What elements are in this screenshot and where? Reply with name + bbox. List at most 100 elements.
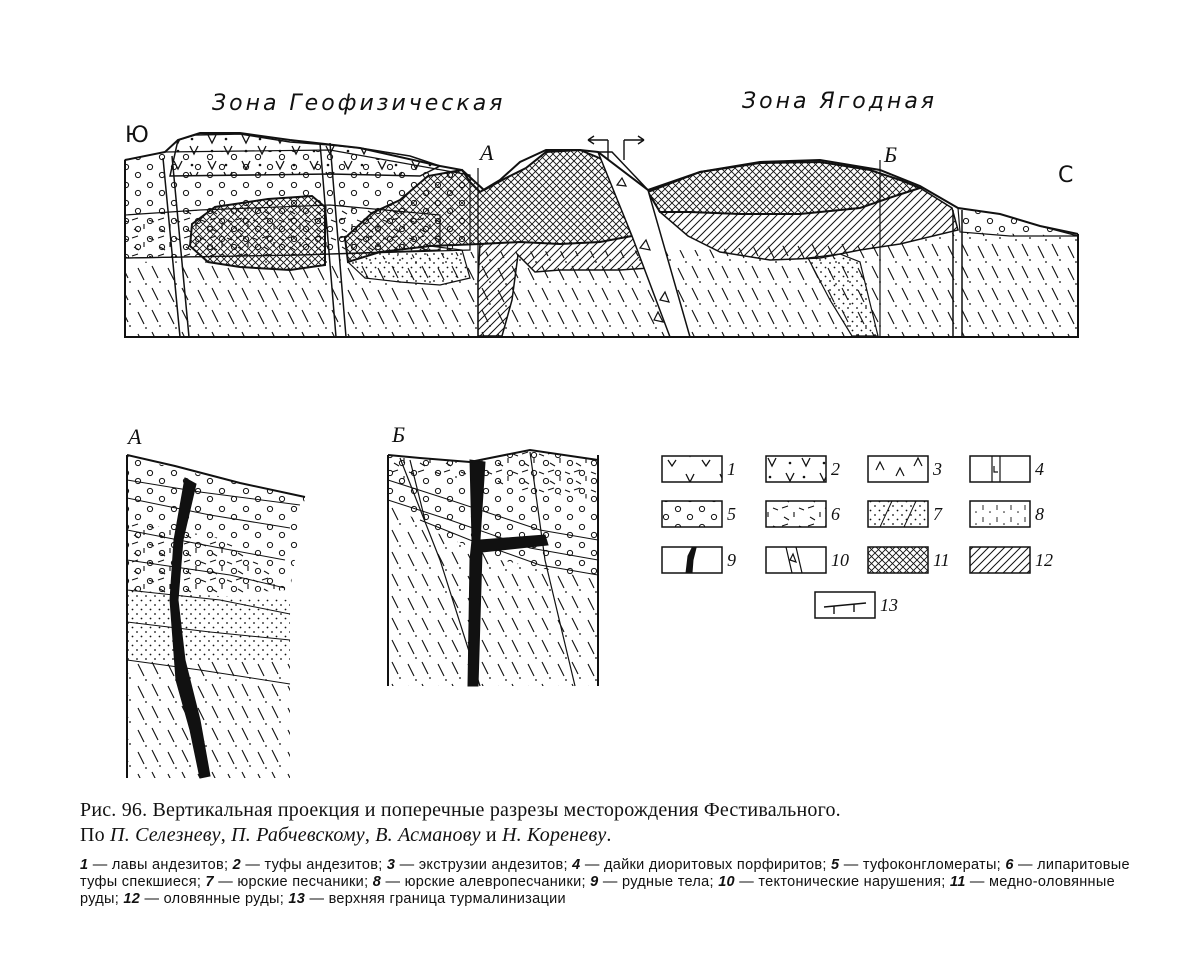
zone-yagodnaya-label: Зона Ягодная [742,89,937,114]
legend-num-8: 8 [1035,504,1044,524]
legend-swatch-1 [661,455,723,483]
dike-left [162,155,190,338]
legend-num-10: 10 [831,550,849,570]
fault-arrows [587,135,645,160]
legend-swatch-12 [969,546,1031,574]
cross-section-b: Б [387,422,599,687]
caption-text-5: — туфоконгломераты; [839,857,1006,873]
legend-swatch-2 [765,455,827,483]
caption-text-12: — оловянные руды; [140,891,289,907]
topographic-surface [124,132,1079,235]
legend: 1 2 3 4 5 6 7 8 9 10 11 12 13 [661,455,1053,619]
legend-num-5: 5 [727,504,736,524]
legend-swatch-11 [867,546,929,574]
caption-text-4: — дайки диоритовых порфиритов; [580,857,832,873]
section-marker-a: А [478,140,494,165]
legend-swatch-7 [867,500,929,528]
caption-num-9: 9 [590,874,599,890]
legend-num-7: 7 [933,504,943,524]
legend-num-13: 13 [880,595,898,615]
caption-authors-prefix: По [80,824,105,846]
caption-legend-text: 1 — лавы андезитов; 2 — туфы андезитов; … [80,857,1150,908]
legend-num-12: 12 [1035,550,1053,570]
legend-swatch-7-marks [879,500,917,528]
section-b-layer-boundaries [387,479,599,576]
section-a-sandstone [127,590,290,660]
legend-swatch-5 [661,500,723,528]
caption-num-7: 7 [205,874,214,890]
legend-swatch-10 [765,546,827,574]
caption-author-3: В. Асманову [375,824,481,846]
legend-num-1: 1 [727,459,736,479]
caption-text-1: — лавы андезитов; [88,857,233,873]
caption-author-2: П. Рабчевскому [231,824,365,846]
caption-num-10: 10 [718,874,735,890]
dike-right [952,210,963,337]
fault-fragment-symbols [615,176,670,323]
section-a-frame [126,454,306,778]
caption-num-13: 13 [288,891,306,907]
main-section: Зона Геофизическая Зона Ягодная Ю С [124,89,1079,338]
south-direction-label: Ю [125,123,149,148]
legend-swatch-8 [969,500,1031,528]
caption-and-word: и [485,824,497,846]
zone-geophysical-label: Зона Геофизическая [212,91,505,116]
caption-text-6: — липаритовые туфы спекшиеся; [80,857,1130,890]
legend-swatch-13-marks [823,602,867,614]
legend-swatch-9-marks [685,547,697,574]
legend-swatch-3 [867,455,929,483]
cross-section-a: А [126,424,306,779]
section-a-basement [127,660,290,778]
legend-swatch-13 [814,591,876,619]
main-section-frame [124,160,1079,338]
legend-num-3: 3 [932,459,942,479]
caption-num-5: 5 [831,857,840,873]
section-b-basement [388,500,598,686]
caption-title-text: Рис. 96. Вертикальная проекция и попереч… [80,799,841,821]
sandstone-lens-center [346,245,471,286]
cross-section-b-label: Б [391,422,405,447]
caption-num-11: 11 [949,874,966,890]
section-a-ore-body [169,477,211,779]
section-b-liparite-tuff [388,450,598,500]
caption-text-2: — туфы андезитов; [241,857,387,873]
section-a-liparite-tuff [127,520,290,595]
caption-num-2: 2 [232,857,242,873]
legend-swatch-6 [765,500,827,528]
caption-author-4: Н. Кореневу [502,824,607,846]
section-b-ore-body [467,459,549,687]
legend-num-2: 2 [831,459,840,479]
tuff-conglomerate-right [957,207,1079,237]
legend-swatch-4-marks [991,456,1001,482]
caption-num-4: 4 [572,857,581,873]
legend-num-6: 6 [831,504,840,524]
legend-swatch-10-marks [785,546,803,574]
caption-num-3: 3 [386,857,396,873]
caption-num-1: 1 [80,857,89,873]
caption-text-11: — медно-оловянные руды; [80,874,1115,907]
tin-ore-body-right [657,187,959,261]
copper-tin-ore-body-left [188,194,326,272]
section-a-layer-boundaries [126,479,301,685]
caption-text-13: — верхняя граница турмалинизации [305,891,566,907]
caption-num-8: 8 [372,874,382,890]
north-direction-label: С [1058,163,1073,188]
caption-title: Рис. 96. Вертикальная проекция и попереч… [80,799,841,846]
andesite-lava-cap [169,133,442,177]
caption-text-3: — экструзии андезитов; [395,857,573,873]
legend-num-11: 11 [933,550,950,570]
caption-text-7: — юрские песчаники; [213,874,373,890]
section-marker-b: Б [883,142,897,167]
dike-center [319,142,347,338]
caption-author-1: П. Селезневу [110,824,221,846]
caption-text-8: — юрские алевропесчаники; [381,874,591,890]
section-b-frame [387,448,599,686]
caption-num-12: 12 [123,891,141,907]
legend-num-9: 9 [727,550,736,570]
section-b-faults [399,451,576,687]
caption-text-10: — тектонические нарушения; [734,874,950,890]
figure-caption: Рис. 96. Вертикальная проекция и попереч… [80,798,1150,908]
caption-num-6: 6 [1005,857,1014,873]
legend-num-4: 4 [1035,459,1044,479]
